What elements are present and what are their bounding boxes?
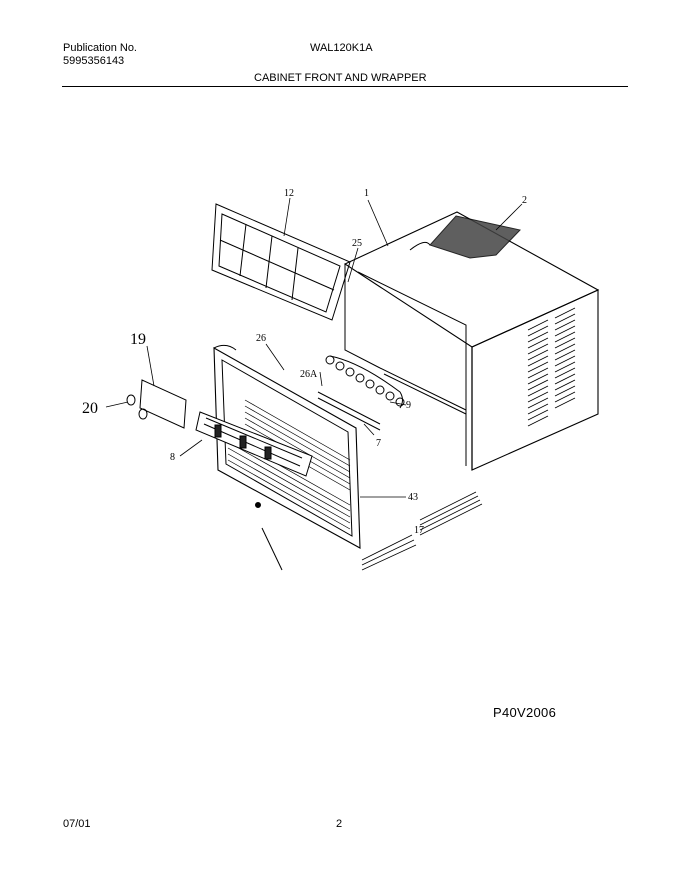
publication-label: Publication No. (63, 42, 137, 54)
control-panel (126, 379, 187, 429)
callout-9: 9 (406, 400, 411, 411)
leader-lines (105, 197, 523, 498)
footer-date: 07/01 (63, 818, 91, 830)
diagram-code: P40V2006 (493, 705, 557, 720)
callout-25: 25 (352, 238, 362, 249)
assembly-arrow-line (261, 527, 283, 571)
side-curtains (361, 491, 483, 571)
callout-43: 43 (408, 492, 418, 503)
footer-page-number: 2 (336, 818, 343, 830)
callout-19: 19 (130, 331, 146, 348)
callout-2: 2 (522, 195, 527, 206)
air-filter (211, 203, 351, 321)
callout-12: 12 (284, 188, 294, 199)
callout-17: 17 (414, 525, 424, 536)
cabinet-wrapper (343, 211, 600, 471)
header-rule (62, 86, 628, 87)
louver-assembly (195, 411, 313, 477)
section-title: CABINET FRONT AND WRAPPER (254, 72, 427, 84)
evaporator-parts (317, 355, 405, 431)
callout-7: 7 (376, 438, 381, 449)
front-grille (213, 344, 361, 549)
publication-number: 5995356143 (63, 55, 125, 67)
callout-labels: 1 2 12 25 19 20 26 26A 9 7 8 43 17 (82, 188, 527, 536)
callout-26a: 26A (300, 369, 318, 380)
model-number: WAL120K1A (310, 42, 373, 54)
callout-1: 1 (364, 188, 369, 199)
callout-8: 8 (170, 452, 175, 463)
callout-20: 20 (82, 400, 98, 417)
screw (255, 502, 261, 508)
callout-26: 26 (256, 333, 266, 344)
